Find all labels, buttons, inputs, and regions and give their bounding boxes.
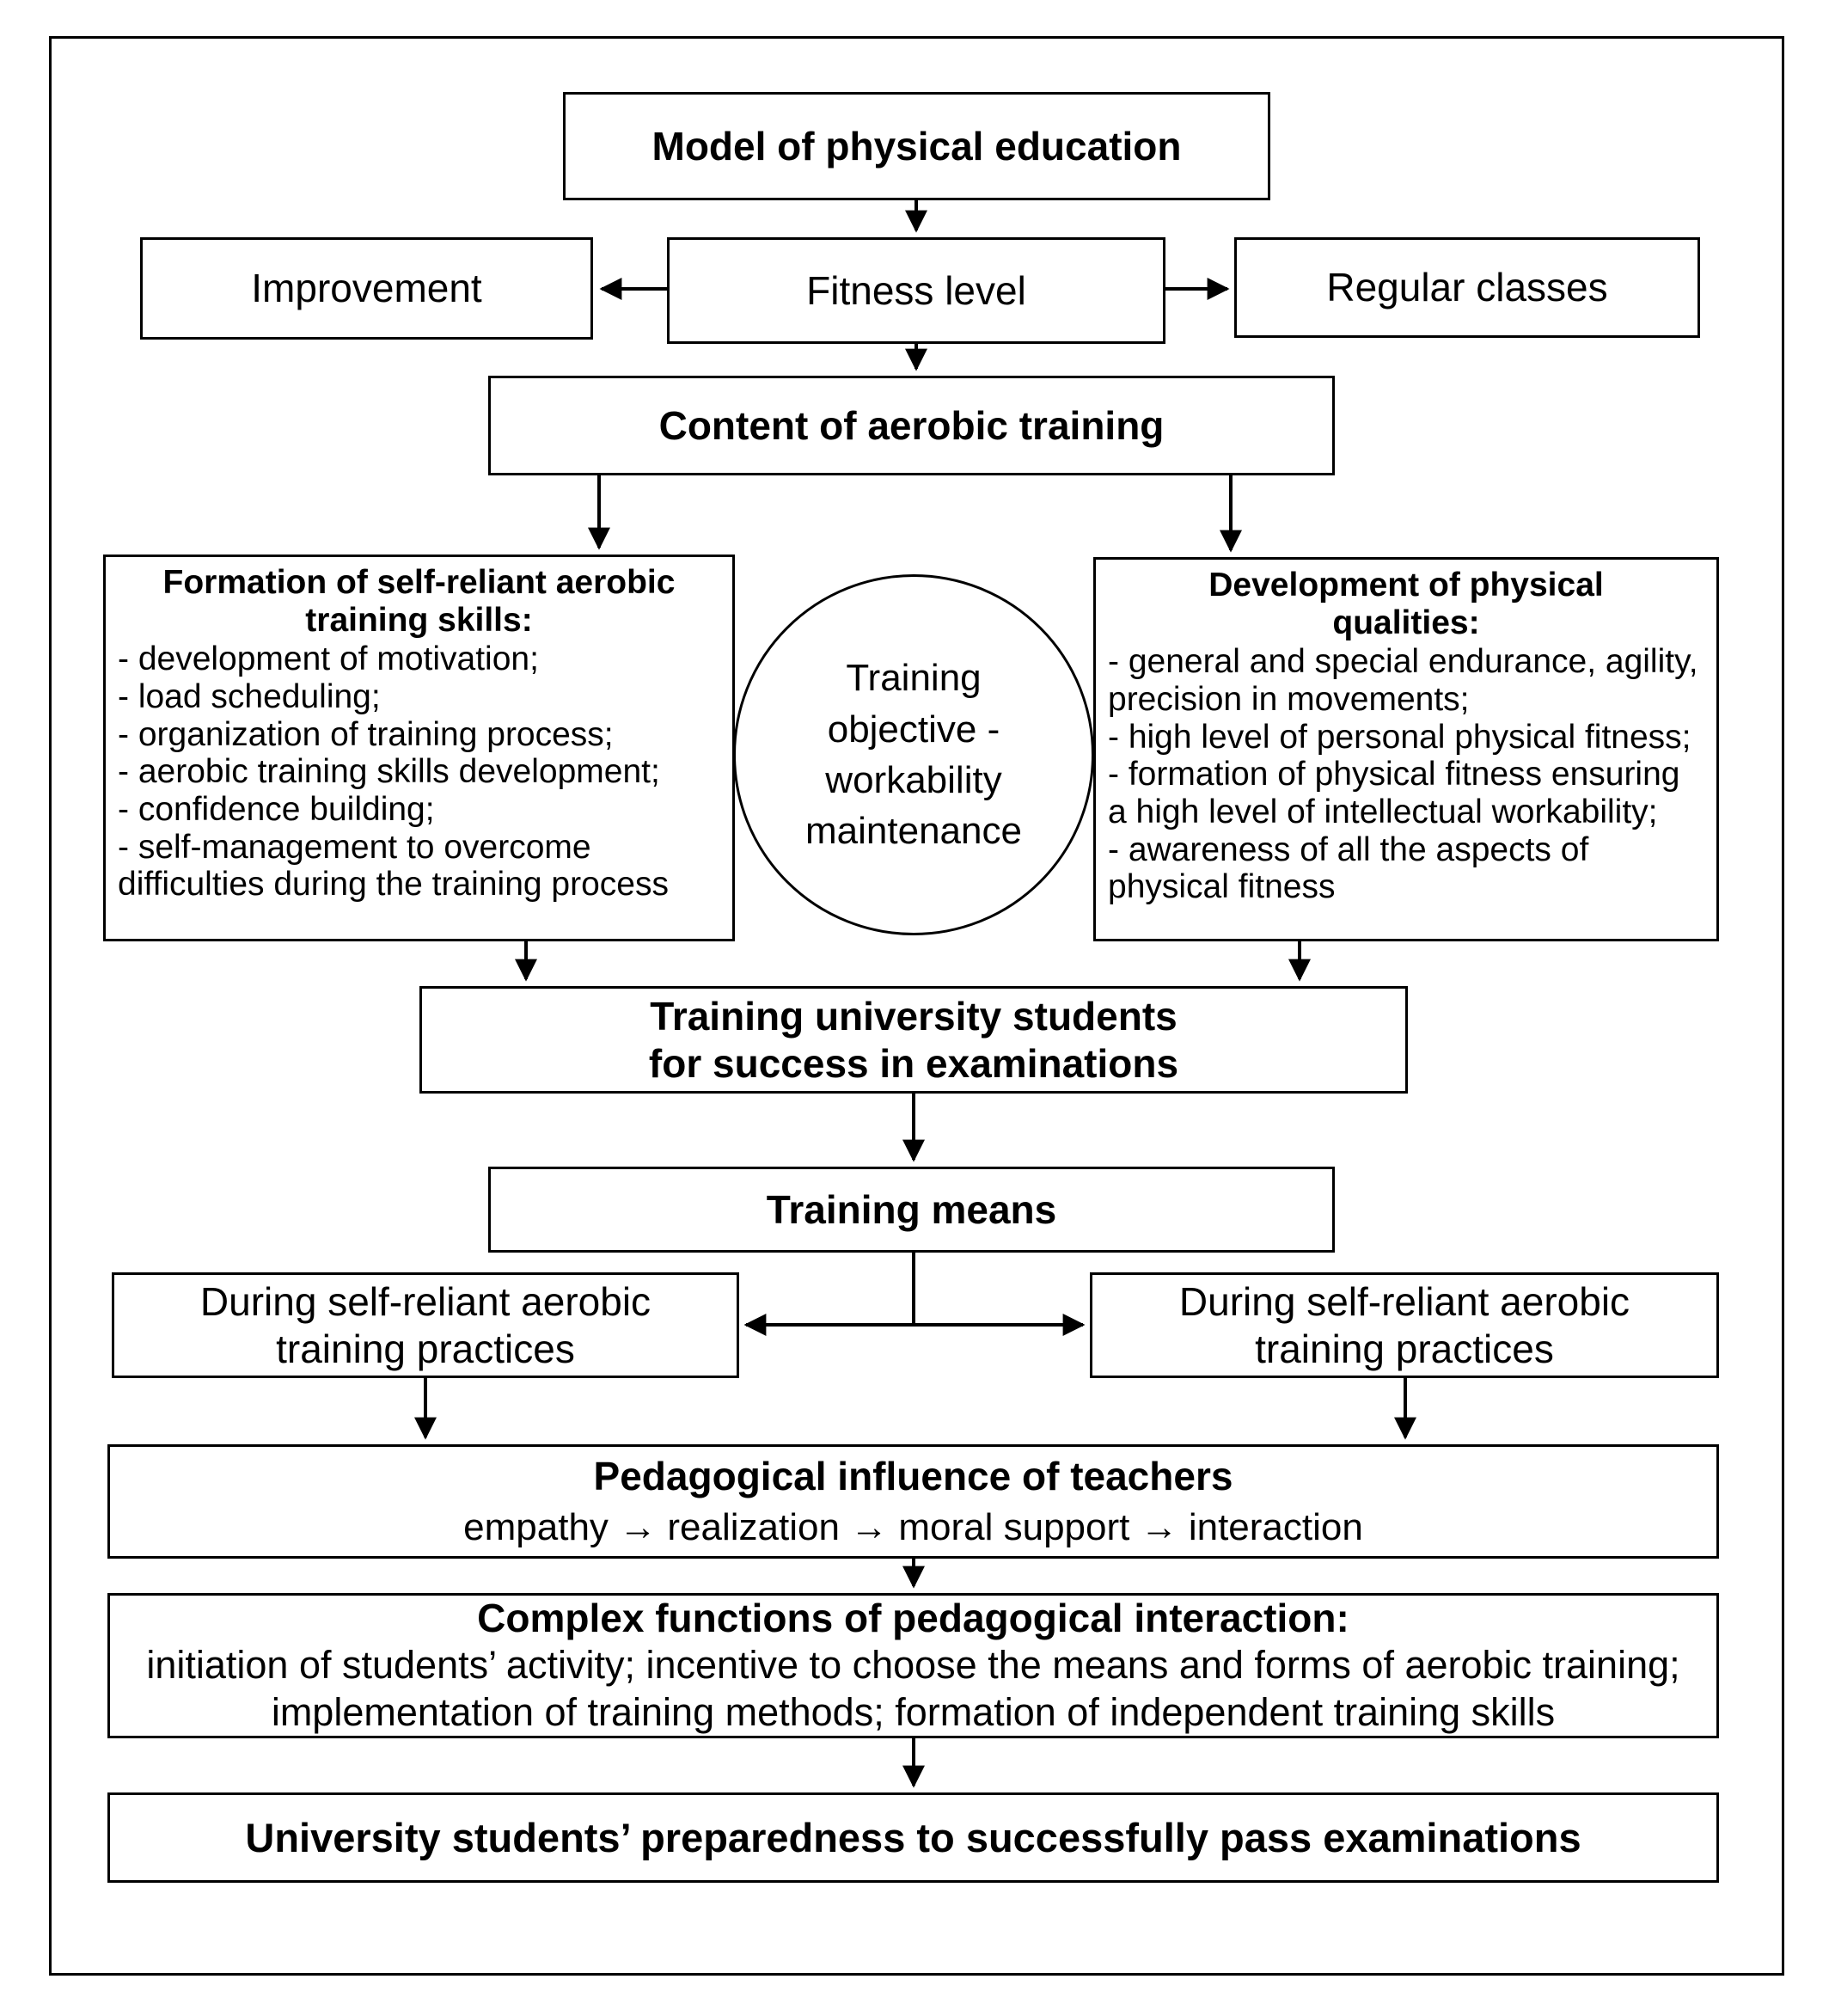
list-item: - load scheduling; [118,678,381,716]
node-development-qualities: Development of physical qualities: - gen… [1093,557,1719,941]
complex-functions-heading: Complex functions of pedagogical interac… [477,1596,1349,1641]
node-content-of-aerobic-training: Content of aerobic training [488,376,1335,475]
formation-skills-items: - development of motivation;- load sched… [118,640,720,904]
list-item: - development of motivation; [118,640,539,678]
pedagogical-sequence: empathy → realization → moral support → … [463,1505,1363,1548]
node-improvement: Improvement [140,237,593,340]
list-item: - general and special endurance, agility… [1108,643,1698,719]
pedagogical-influence-heading: Pedagogical influence of teachers [593,1454,1233,1499]
node-model-of-physical-education: Model of physical education [563,92,1270,200]
development-qualities-items: - general and special endurance, agility… [1108,643,1704,906]
node-fitness-level: Fitness level [667,237,1165,344]
node-final-preparedness: University students’ preparedness to suc… [107,1792,1719,1883]
node-training-means: Training means [488,1167,1335,1253]
list-item: - organization of training process; [118,715,614,753]
list-item: - confidence building; [118,791,435,829]
node-pedagogical-influence: Pedagogical influence of teachers empath… [107,1444,1719,1559]
complex-functions-body: initiation of students’ activity; incent… [146,1642,1680,1734]
node-regular-classes: Regular classes [1234,237,1700,338]
development-qualities-heading: Development of physical qualities: [1208,567,1604,641]
list-item: - awareness of all the aspects of physic… [1108,830,1589,906]
node-training-university-students: Training university students for success… [419,986,1408,1094]
list-item: - aerobic training skills development; [118,753,660,791]
node-complex-functions: Complex functions of pedagogical interac… [107,1593,1719,1738]
node-formation-skills: Formation of self-reliant aerobic traini… [103,555,735,941]
outer-frame [49,36,1784,1976]
node-training-objective-circle: Training objective - workability mainten… [733,574,1094,935]
formation-skills-heading: Formation of self-reliant aerobic traini… [162,564,676,639]
node-during-practices-left: During self-reliant aerobic training pra… [112,1272,739,1378]
list-item: - formation of physical fitness ensuring… [1108,756,1680,831]
list-item: - self-management to overcome difficulti… [118,828,669,904]
node-during-practices-right: During self-reliant aerobic training pra… [1090,1272,1719,1378]
list-item: - high level of personal physical fitnes… [1108,718,1691,756]
